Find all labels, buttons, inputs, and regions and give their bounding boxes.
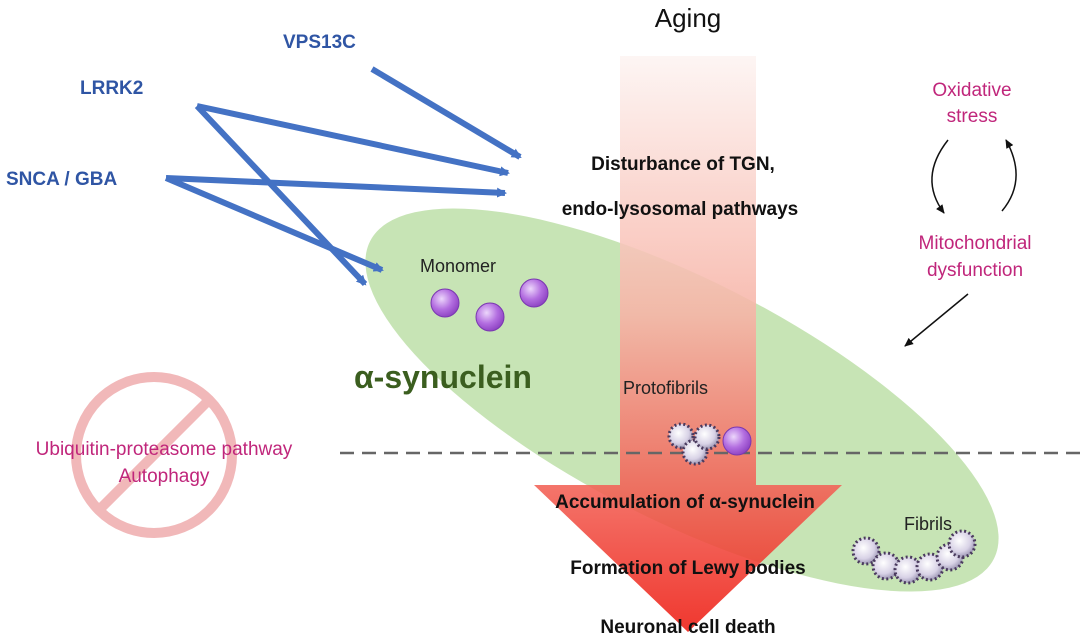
aging-arrow	[534, 56, 842, 632]
stress-cycle-arrows	[904, 139, 1017, 347]
neuronal-death-step: Neuronal cell death	[600, 617, 775, 638]
disturbance-line2: endo-lysosomal pathways	[562, 199, 799, 220]
monomer-label: Monomer	[420, 256, 496, 276]
gene-lrrk2: LRRK2	[80, 78, 143, 99]
oxidative-stress-line1: Oxidative	[932, 80, 1011, 101]
monomer-particles	[430, 278, 752, 456]
protofibril-particles	[667, 422, 721, 466]
clearance-line2: Autophagy	[119, 466, 210, 487]
gene-vps13c: VPS13C	[283, 32, 356, 53]
disturbance-line1: Disturbance of TGN,	[591, 154, 775, 175]
lewy-bodies-step: Formation of Lewy bodies	[570, 558, 805, 579]
gene-snca-gba: SNCA / GBA	[6, 169, 117, 190]
mito-dysfunction-line2: dysfunction	[927, 260, 1023, 281]
protofibrils-label: Protofibrils	[623, 378, 708, 398]
mito-dysfunction-line1: Mitochondrial	[919, 233, 1032, 254]
prohibit-icon	[71, 372, 237, 538]
fibrils-label: Fibrils	[904, 514, 952, 534]
fibril-particles	[851, 529, 977, 585]
aging-title: Aging	[655, 3, 722, 33]
accumulation-step: Accumulation of α-synuclein	[555, 492, 815, 513]
gene-arrows	[164, 66, 522, 287]
synuclein-label: α-synuclein	[354, 359, 532, 395]
clearance-line1: Ubiquitin-proteasome pathway	[36, 439, 293, 460]
oxidative-stress-line2: stress	[947, 106, 998, 127]
